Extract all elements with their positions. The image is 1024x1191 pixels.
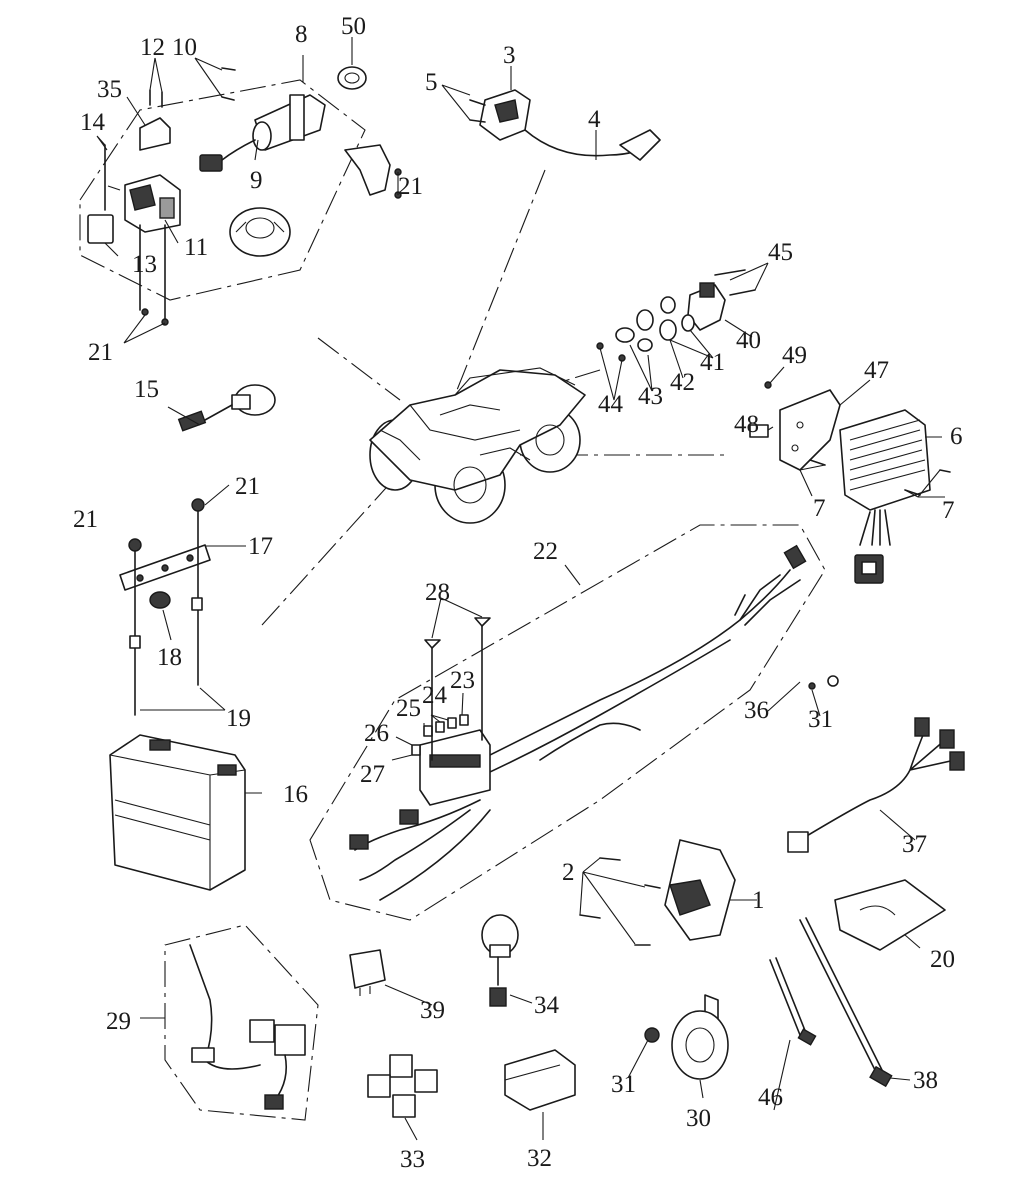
callout-40: 40 (736, 327, 761, 354)
leader-lines (96, 37, 945, 1141)
callout-30: 30 (686, 1105, 711, 1132)
callout-31a: 31 (808, 706, 833, 733)
callout-1: 1 (752, 887, 765, 914)
callout-7b: 7 (942, 497, 955, 524)
main-wiring-harness (349, 544, 807, 901)
callout-47: 47 (864, 357, 889, 384)
callout-26: 26 (364, 720, 389, 747)
callout-labels: 1 2 3 4 5 6 7 7 8 9 10 11 12 13 14 15 16… (73, 13, 963, 1173)
ignition-leader-dashed (454, 169, 546, 396)
callout-22: 22 (533, 538, 558, 565)
voltage-regulator (749, 381, 951, 584)
callout-17: 17 (248, 533, 273, 560)
callout-20: 20 (930, 946, 955, 973)
ignition-coil-2 (469, 89, 661, 161)
callout-27: 27 (360, 761, 385, 788)
callout-13: 13 (132, 251, 157, 278)
callout-21c: 21 (88, 339, 113, 366)
ignition-coil-group-outline (79, 79, 366, 301)
callout-36: 36 (744, 697, 769, 724)
battery-hold-down (119, 498, 211, 716)
callout-10: 10 (172, 34, 197, 61)
atv-vehicle (369, 367, 586, 524)
callout-6: 6 (950, 423, 963, 450)
callout-12: 12 (140, 34, 165, 61)
callout-5: 5 (425, 69, 438, 96)
callout-18: 18 (157, 644, 182, 671)
relay-single (349, 949, 386, 996)
callout-21a: 21 (73, 506, 98, 533)
ignition-key-switch (177, 384, 276, 432)
callout-32: 32 (527, 1145, 552, 1172)
callout-28: 28 (425, 579, 450, 606)
callout-42: 42 (670, 369, 695, 396)
callout-8: 8 (295, 21, 308, 48)
parts-bag (834, 879, 946, 951)
sub-harness (787, 675, 965, 853)
callout-43: 43 (638, 383, 663, 410)
horn (644, 994, 729, 1080)
starter-relay-group-outline (164, 924, 319, 1121)
group-outlines (79, 79, 826, 1121)
cable-ties (769, 917, 893, 1088)
callout-37: 37 (902, 831, 927, 858)
callout-15: 15 (134, 376, 159, 403)
kickstand-switch (481, 914, 519, 1007)
callout-35: 35 (97, 76, 122, 103)
ecu-module (579, 839, 736, 946)
spark-plug-boot-seal (337, 66, 367, 90)
callout-46: 46 (758, 1084, 783, 1111)
callout-3: 3 (503, 42, 516, 69)
callout-19: 19 (226, 705, 251, 732)
callout-24: 24 (422, 682, 448, 709)
callout-34: 34 (534, 992, 560, 1019)
harness-leader-dashed (261, 477, 396, 626)
callout-4: 4 (588, 106, 601, 133)
battery (109, 734, 246, 891)
callout-21d: 21 (398, 173, 423, 200)
callout-14: 14 (80, 109, 106, 136)
callout-39: 39 (420, 997, 445, 1024)
callout-11: 11 (184, 234, 208, 261)
callout-2: 2 (562, 859, 575, 886)
callout-31b: 31 (611, 1071, 636, 1098)
ignition-coil-assembly (87, 66, 402, 326)
callout-25: 25 (396, 695, 421, 722)
callout-44: 44 (598, 391, 624, 418)
callout-29: 29 (106, 1008, 131, 1035)
ecu-mount-leader-dashed (317, 337, 401, 401)
callout-48: 48 (734, 411, 759, 438)
callout-49: 49 (782, 342, 807, 369)
callout-7a: 7 (813, 495, 826, 522)
wiring-harness-group-outline (309, 524, 826, 921)
callout-33: 33 (400, 1146, 425, 1173)
callout-41: 41 (700, 349, 725, 376)
callout-21b: 21 (235, 473, 260, 500)
starter-relay (189, 944, 306, 1110)
callout-9: 9 (250, 167, 263, 194)
relay-set (367, 1054, 438, 1118)
sensor-mount-parts (596, 269, 756, 362)
coil-cap (229, 207, 291, 257)
callout-38: 38 (913, 1067, 938, 1094)
callout-45: 45 (768, 239, 793, 266)
callout-50: 50 (341, 13, 366, 40)
callout-16: 16 (283, 781, 308, 808)
cdi-unit (504, 1049, 576, 1111)
callout-23: 23 (450, 667, 475, 694)
